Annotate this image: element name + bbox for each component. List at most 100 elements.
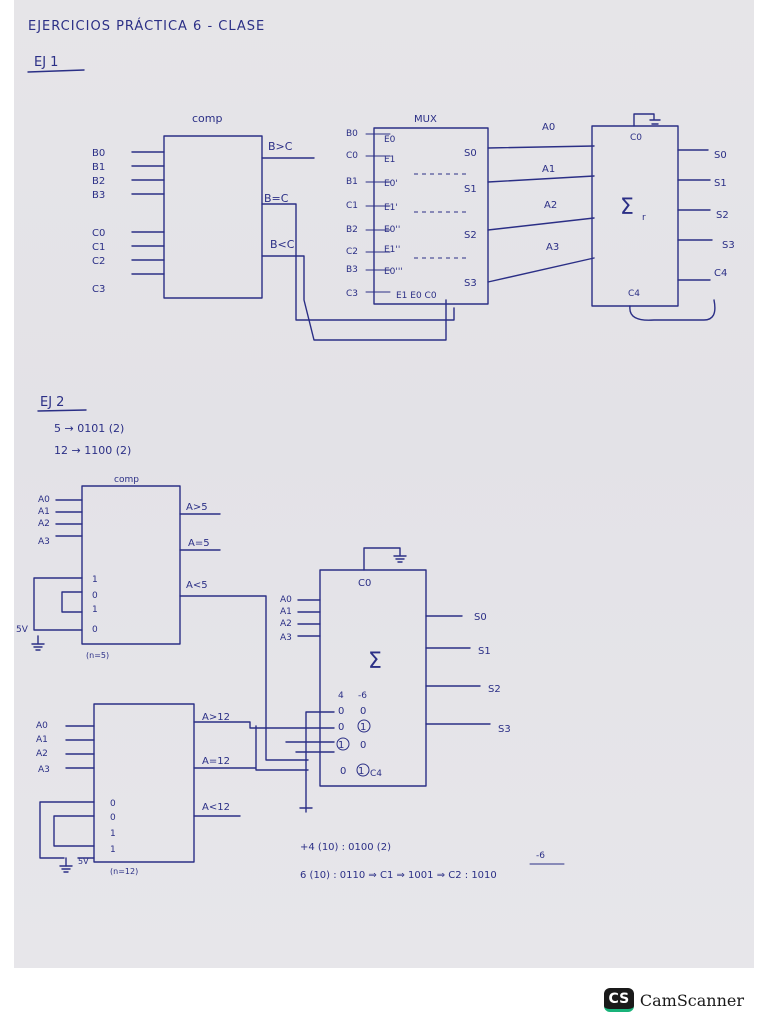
ex1-mux-in-6: B3 (346, 265, 358, 275)
ex1-comp-in-3: B3 (92, 190, 105, 201)
camscanner-brand: CamScanner (639, 990, 744, 1010)
ex1-comp-out-0: B>C (268, 140, 293, 153)
ex1-mux-e-6: E0''' (384, 267, 403, 277)
ex2-comp1-ground (31, 635, 45, 651)
ex1-mux-in-7: C3 (346, 289, 358, 299)
ex1-adder: A0 A1 A2 A3 C0 Σ r C4 S0 S1 S2 S3 C4 (542, 113, 735, 321)
ex1-adder-in-1: A1 (542, 164, 555, 175)
ex2-title: EJ 2 (40, 395, 64, 410)
ex2-adder-bit-wires (285, 711, 335, 813)
ex1-mux-e-1: E1 (384, 155, 395, 165)
ex2-adder-br-1: 1 (360, 722, 366, 733)
page-title: EJERCICIOS PRÁCTICA 6 - CLASE (28, 18, 265, 34)
ex2-comp1-label: comp (114, 475, 139, 485)
ex2-adder-in-1: A1 (280, 607, 292, 617)
ex1-comp-in-6: C2 (92, 256, 105, 267)
ex1-mux-e-4: E0'' (384, 225, 400, 235)
ex2-comparator-12: A0 A1 A2 A3 0 0 1 1 5V (n=12) A>12 A=12 … (36, 703, 335, 876)
ex2-adder-symbol: Σ (368, 649, 382, 674)
ex1-title: EJ 1 (34, 55, 58, 70)
ex2-adder-br-3: 1 (358, 766, 364, 777)
ex2-comp1-bit-2: 1 (92, 605, 98, 615)
ex2-adder-a-inputs (297, 599, 321, 637)
ex2-comp2-in-0: A0 (36, 721, 48, 731)
ex2-adder-br-2: 0 (360, 740, 366, 751)
ex1-mux-out-3: S3 (464, 278, 477, 289)
ex1-adder-out-0: S0 (714, 150, 727, 161)
ex1-comp-out-1: B=C (264, 192, 289, 205)
ex2-adder-c4: C4 (370, 769, 382, 779)
ex1-adder-sub: r (642, 213, 646, 223)
ex2-adder-head-0: 4 (338, 691, 344, 701)
ex1-mux-in-3: C1 (346, 201, 358, 211)
ex2-title-underline (37, 409, 87, 412)
ex1-comp-out-eq-wire (261, 203, 455, 321)
ex2-adder-circle-right-2 (356, 763, 370, 777)
ex1-adder-ground (633, 113, 661, 127)
ex1-adder-in-2: A2 (544, 200, 557, 211)
ex2-adder: C0 A0 A1 A2 A3 Σ 4 -6 0 0 1 0 0 1 0 1 C4… (280, 547, 511, 813)
ex2-comp2-in-2: A2 (36, 749, 48, 759)
ex1-comp-out-lt-wire (261, 255, 447, 341)
ex2-comp2-bit-3: 1 (110, 845, 116, 855)
ex2-adder-c0: C0 (358, 578, 371, 589)
ex2-comp1-a-inputs (55, 499, 83, 537)
ex2-adder-bl-0: 0 (338, 706, 344, 717)
ex2-comp1-out-2: A<5 (186, 580, 208, 591)
ex2-comp1-bit-0: 1 (92, 575, 98, 585)
ex2-adder-out-3: S3 (498, 724, 511, 735)
ex1-adder-out-3: S3 (722, 240, 735, 251)
ex2-comp2-bit-1: 0 (110, 813, 116, 823)
ex2-comp1-box (81, 485, 181, 645)
ex1-adder-out-2: S2 (716, 210, 729, 221)
ex2-adder-ground (363, 547, 407, 571)
ex2-comp1-bit-3: 0 (92, 625, 98, 635)
ex1-comparator: comp B0 B1 B2 B3 C0 C1 C2 C3 B>C B=C B<C (92, 112, 455, 341)
ex2-formula-top: -6 (536, 851, 545, 861)
ex2-comp1-supply: 5V (16, 625, 29, 635)
ex2-comp2-out-2: A<12 (202, 802, 230, 813)
ex1-adder-in-3: A3 (546, 242, 559, 253)
ex1-comp-in-0: B0 (92, 148, 105, 159)
ex2-comp2-bit-wires (39, 801, 95, 867)
camscanner-watermark: CS CamScanner (603, 988, 744, 1012)
ex1-mux-in-2: B1 (346, 177, 358, 187)
ex2-adder-in-2: A2 (280, 619, 292, 629)
ex1-mux-in-4: B2 (346, 225, 358, 235)
ex1-mux-out-0: S0 (464, 148, 477, 159)
ex1-adder-carry-loop (629, 299, 716, 321)
ex1-adder-symbol: Σ (620, 195, 634, 220)
ex2-comp2-in-3: A3 (38, 765, 50, 775)
ex1-adder-output-wires (677, 149, 713, 281)
ex2-adder-out-1: S1 (478, 646, 491, 657)
ex1-adder-out-4: C4 (714, 268, 727, 279)
ex2-adder-head-1: -6 (358, 691, 367, 701)
ex1-mux-output-wires (487, 145, 595, 283)
ex2-adder-circle-left (336, 737, 350, 751)
ex1-adder-c4: C4 (628, 289, 640, 299)
ex1-mux-label: MUX (414, 114, 437, 125)
ex2-adder-out-2: S2 (488, 684, 501, 695)
ex2-comp2-box (93, 703, 195, 863)
ex1-mux-e-5: E1'' (384, 245, 400, 255)
ex1-mux-dividers (414, 173, 466, 259)
ex2-adder-in-0: A0 (280, 595, 292, 605)
ex2-adder-in-3: A3 (280, 633, 292, 643)
ex1-mux-e-3: E1' (384, 203, 398, 213)
scanned-page: EJERCICIOS PRÁCTICA 6 - CLASE EJ 1 comp … (14, 0, 754, 968)
ex2-comp1-out-1: A=5 (188, 538, 210, 549)
ex1-comparator-label: comp (192, 112, 222, 125)
ex2-comp2-out-1: A=12 (202, 756, 230, 767)
ex2-adder-bl-3: 0 (340, 766, 346, 777)
ex1-comparator-box (163, 135, 263, 299)
ex2-adder-out-0: S0 (474, 612, 487, 623)
ex2-comp1-out-0: A>5 (186, 502, 208, 513)
ex2-adder-bl-2: 1 (338, 740, 344, 751)
ex2-note-0: 5 → 0101 (2) (54, 422, 124, 435)
ex2-comp1-bit-1: 0 (92, 591, 98, 601)
ex1-comp-in-5: C1 (92, 242, 105, 253)
ex2-adder-box (319, 569, 427, 787)
ex1-adder-in-0: A0 (542, 122, 555, 133)
ex1-mux-in-0: B0 (346, 129, 358, 139)
ex1-comparator-b-inputs (131, 151, 165, 195)
